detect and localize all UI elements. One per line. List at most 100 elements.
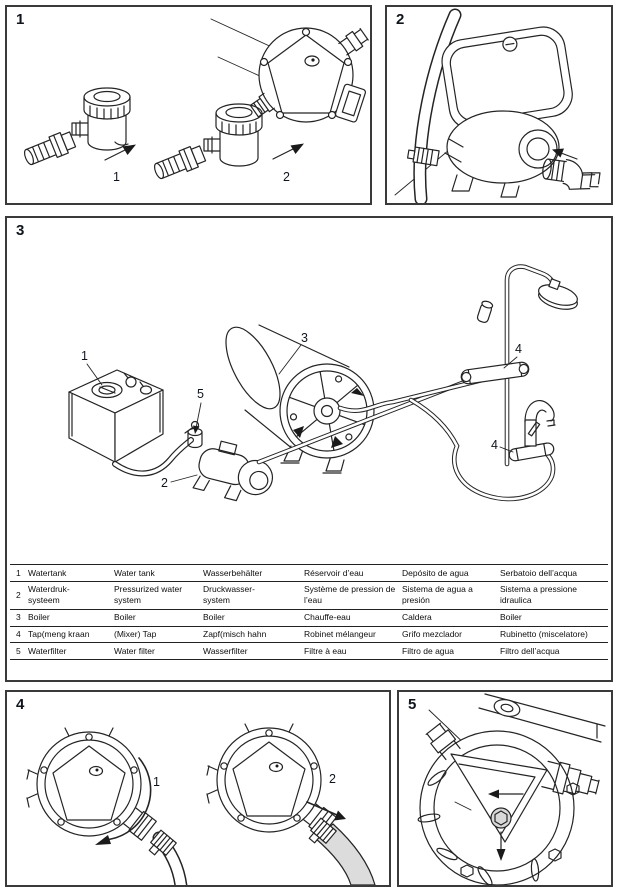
panel1-illustration: 1 — [23, 18, 369, 184]
table-cell: Depósito de agua — [402, 567, 469, 578]
step-label-2: 2 — [329, 772, 336, 786]
hose-connector-icon — [23, 131, 77, 166]
table-cell: Tap(meng kraan — [28, 629, 90, 639]
barb-fitting-icon — [541, 760, 600, 795]
table-cell: Waterdruk- systeem — [28, 584, 70, 606]
step-label-1: 1 — [153, 775, 160, 789]
hose-connector-icon — [153, 145, 207, 180]
table-cell: Serbatoio dell’acqua — [500, 567, 578, 578]
table-cell: Druckwasser- system — [203, 584, 255, 606]
table-cell: Wasserbehälter — [203, 567, 263, 578]
hex-bolt-icon — [460, 864, 474, 878]
panel-5-pump-detail: 5 — [397, 690, 613, 887]
table-cell: Filtre à eau — [304, 645, 347, 656]
parts-table: 1 Watertank Water tank Wasserbehälter Ré… — [10, 564, 608, 660]
pump-head-icon — [210, 18, 369, 123]
label-tap: 4 — [491, 438, 498, 452]
step-label-1: 1 — [113, 170, 120, 184]
table-cell: Rubinetto (miscelatore) — [500, 629, 588, 639]
panel-4-hose-removal: 4 — [5, 690, 391, 887]
table-cell: Sistema a pressione idraulica — [500, 584, 578, 606]
elbow-fitting-icon — [542, 158, 601, 190]
water-filter-icon — [203, 103, 263, 167]
hose-clamp-icon — [407, 146, 440, 167]
arrow-icon — [496, 849, 506, 861]
label-pump: 2 — [161, 476, 168, 490]
hose-clamp-icon — [308, 817, 337, 844]
water-filter-icon — [71, 87, 131, 151]
table-cell: Caldera — [402, 612, 432, 623]
arrow-icon — [552, 148, 564, 158]
water-filter-icon — [184, 420, 203, 449]
panel4-illustration: 1 2 — [26, 723, 376, 885]
arrow-icon — [334, 810, 346, 821]
table-cell: Sistema de agua a presión — [402, 584, 473, 606]
row-number: 1 — [16, 567, 21, 578]
pump-head-icon — [206, 723, 376, 885]
tap-icon — [508, 400, 556, 462]
pump-motor-housing — [441, 26, 573, 130]
hose-clamp-icon — [148, 829, 177, 856]
shower-mixer-bar — [460, 361, 530, 385]
pump-icon — [192, 440, 274, 502]
table-row: 1 Watertank Water tank Wasserbehälter Ré… — [10, 564, 608, 582]
table-cell: Filtro dell’acqua — [500, 645, 560, 656]
arrow-icon — [290, 143, 304, 154]
panel-number: 5 — [408, 696, 417, 713]
hex-bolt-icon — [548, 848, 562, 862]
table-cell: Pressurized water system — [114, 584, 183, 606]
shower-icon — [460, 264, 578, 467]
panel-number: 4 — [16, 696, 25, 713]
table-cell: Chauffe-eau — [304, 612, 351, 623]
drain-plug-icon — [490, 807, 512, 829]
panel5-illustration — [417, 693, 606, 885]
arrow-icon — [122, 144, 136, 155]
water-tank-icon — [68, 369, 164, 463]
row-number: 4 — [16, 629, 21, 639]
table-cell: Réservoir d’eau — [304, 567, 364, 578]
table-cell: Watertank — [28, 567, 67, 578]
table-cell: Système de pression de l’eau — [304, 584, 396, 606]
table-cell: Boiler — [114, 612, 136, 623]
boiler-icon — [225, 324, 375, 474]
table-cell: Robinet mélangeur — [304, 629, 376, 639]
table-cell: (Mixer) Tap — [114, 629, 157, 639]
table-cell: Boiler — [203, 612, 225, 623]
table-row: 5 Waterfilter Water filter Wasserfilter … — [10, 642, 608, 660]
table-row: 2 Waterdruk- systeem Pressurized water s… — [10, 581, 608, 609]
panel-number: 3 — [16, 222, 25, 239]
panel-1-fitting-assembly: 1 1 — [5, 5, 372, 205]
table-cell: Zapf(misch hahn — [203, 629, 267, 639]
table-cell: Waterfilter — [28, 645, 67, 656]
panel-number: 1 — [16, 11, 25, 28]
barb-fitting-icon — [425, 722, 461, 761]
step-label-2: 2 — [283, 170, 290, 184]
table-cell: Water tank — [114, 567, 155, 578]
table-cell: Boiler — [28, 612, 50, 623]
pump-port — [518, 129, 558, 169]
panel-3-system-overview: 3 — [5, 216, 613, 682]
row-number: 2 — [16, 589, 21, 600]
label-water-tank: 1 — [81, 349, 88, 363]
row-number: 3 — [16, 612, 21, 623]
arrow-icon — [488, 789, 499, 799]
shower-head-icon — [538, 284, 578, 306]
part-labels: 1 5 2 3 4 4 — [81, 331, 522, 490]
table-cell: Boiler — [500, 612, 522, 623]
table-cell: Filtro de agua — [402, 645, 454, 656]
parts-legend: 1 Watertank Water tank Wasserbehälter Ré… — [10, 564, 608, 660]
table-row: 4 Tap(meng kraan (Mixer) Tap Zapf(misch … — [10, 626, 608, 643]
panel-number: 2 — [396, 11, 405, 28]
rotate-arrow-icon — [95, 835, 111, 845]
panel3-illustration: 1 5 2 3 4 4 — [68, 264, 578, 502]
panel-2-pump-elbow: 2 — [385, 5, 613, 205]
panel2-illustration — [394, 8, 601, 203]
table-cell: Grifo mezclador — [402, 629, 462, 639]
table-row: 3 Boiler Boiler Boiler Chauffe-eau Calde… — [10, 609, 608, 626]
pump-head-icon — [26, 727, 188, 885]
label-water-filter: 5 — [197, 387, 204, 401]
row-number: 5 — [16, 645, 21, 656]
label-boiler: 3 — [301, 331, 308, 345]
label-shower: 4 — [515, 342, 522, 356]
